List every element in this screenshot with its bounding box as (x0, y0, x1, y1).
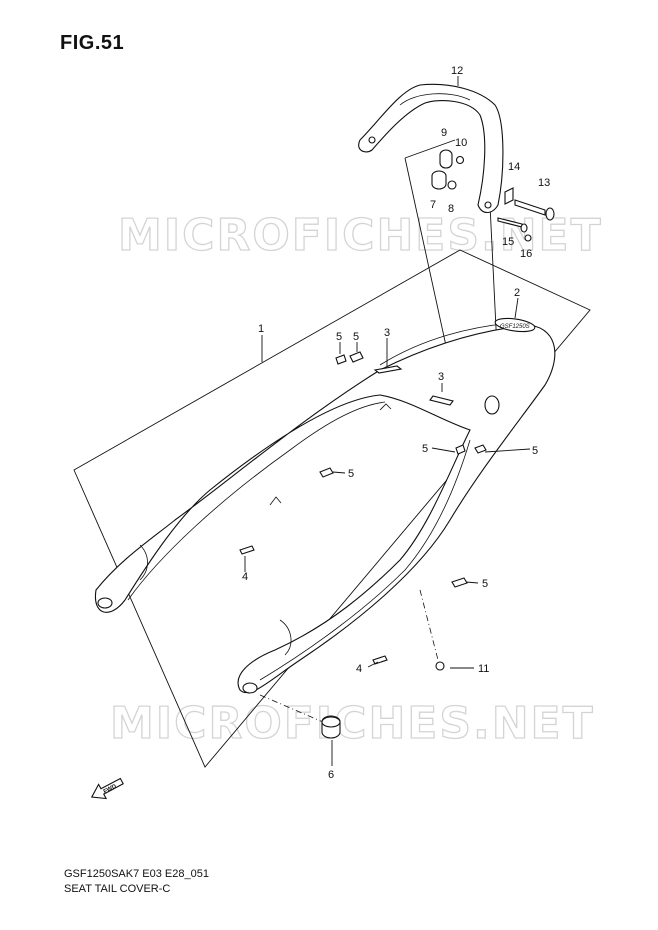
callout-12: 12 (451, 65, 463, 77)
callout-16: 16 (520, 248, 532, 260)
bushing-set (404, 139, 465, 190)
fwd-arrow-icon: FWD (90, 777, 124, 800)
assembly-frame (73, 249, 591, 768)
callout-5f: 5 (482, 578, 488, 590)
callout-5b: 5 (353, 331, 359, 343)
seat-tail-cover (94, 321, 556, 694)
callout-leaders (244, 76, 531, 766)
callout-4a: 4 (242, 571, 248, 583)
callout-11: 11 (478, 663, 489, 675)
callout-5e: 5 (348, 468, 354, 480)
callout-7: 7 (430, 199, 436, 211)
callout-1: 1 (258, 323, 264, 335)
callout-15: 15 (502, 236, 514, 248)
bolt-set (497, 187, 555, 242)
watermark-bottom: MICROFICHES.NET (110, 698, 595, 749)
callout-5a: 5 (336, 331, 342, 343)
watermark-top: MICROFICHES.NET (118, 210, 603, 261)
callout-14: 14 (508, 161, 520, 173)
callout-3a: 3 (384, 327, 390, 339)
figure-title: FIG.51 (60, 32, 125, 54)
callout-numbers: 1 2 3 3 4 4 5 5 5 5 5 5 6 7 8 9 10 11 12… (242, 65, 550, 781)
callout-9: 9 (441, 127, 447, 139)
callout-5d: 5 (532, 445, 538, 457)
callout-4b: 4 (356, 663, 362, 675)
stripe-decals (373, 365, 454, 406)
callout-3b: 3 (438, 371, 444, 383)
callout-8: 8 (448, 203, 454, 215)
callout-2: 2 (514, 287, 520, 299)
cushion-pads (239, 351, 487, 665)
decal-text: GSF1250S (500, 324, 530, 330)
grab-bar (358, 83, 504, 214)
callout-6: 6 (328, 769, 334, 781)
diagram-name: SEAT TAIL COVER-C (64, 883, 171, 895)
callout-13: 13 (538, 177, 550, 189)
diagram-code: GSF1250SAK7 E03 E28_051 (64, 868, 209, 880)
nut (419, 589, 445, 671)
callout-10: 10 (455, 137, 467, 149)
callout-5c: 5 (422, 443, 428, 455)
tail-decal: GSF1250S (494, 317, 536, 333)
rubber-cushion (259, 694, 341, 739)
